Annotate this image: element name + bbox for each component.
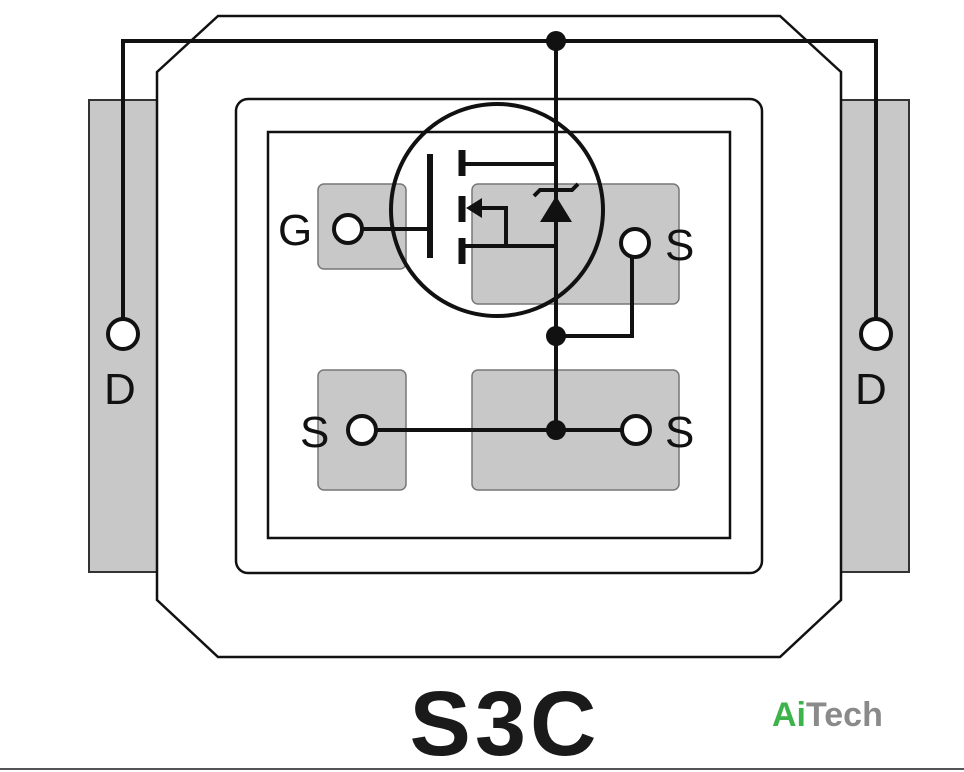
source-top-right-wire bbox=[556, 257, 634, 338]
source-label-top-right: S bbox=[665, 221, 694, 270]
gate-label: G bbox=[278, 206, 312, 255]
mosfet-symbol-icon bbox=[360, 102, 605, 318]
package-name: S3C bbox=[410, 673, 601, 772]
source-terminal-bottom-right bbox=[620, 414, 652, 446]
drain-label-right: D bbox=[855, 365, 887, 414]
junction-middle bbox=[546, 326, 566, 346]
source-label-bottom-right: S bbox=[665, 408, 694, 457]
gate-terminal bbox=[332, 213, 364, 245]
drain-terminal-right bbox=[859, 317, 893, 351]
drain-terminal-left bbox=[106, 317, 140, 351]
junction-bottom bbox=[546, 420, 566, 440]
brand-logo: AiTech bbox=[772, 696, 883, 734]
logo-suffix: Tech bbox=[806, 696, 883, 734]
source-label-bottom-left: S bbox=[300, 408, 329, 457]
source-terminal-bottom-left bbox=[346, 414, 378, 446]
logo-prefix: Ai bbox=[772, 696, 806, 734]
drain-label-left: D bbox=[104, 365, 136, 414]
source-terminal-top-right bbox=[619, 227, 651, 259]
drain-bus-wire bbox=[121, 39, 878, 318]
junction-top bbox=[546, 31, 566, 51]
